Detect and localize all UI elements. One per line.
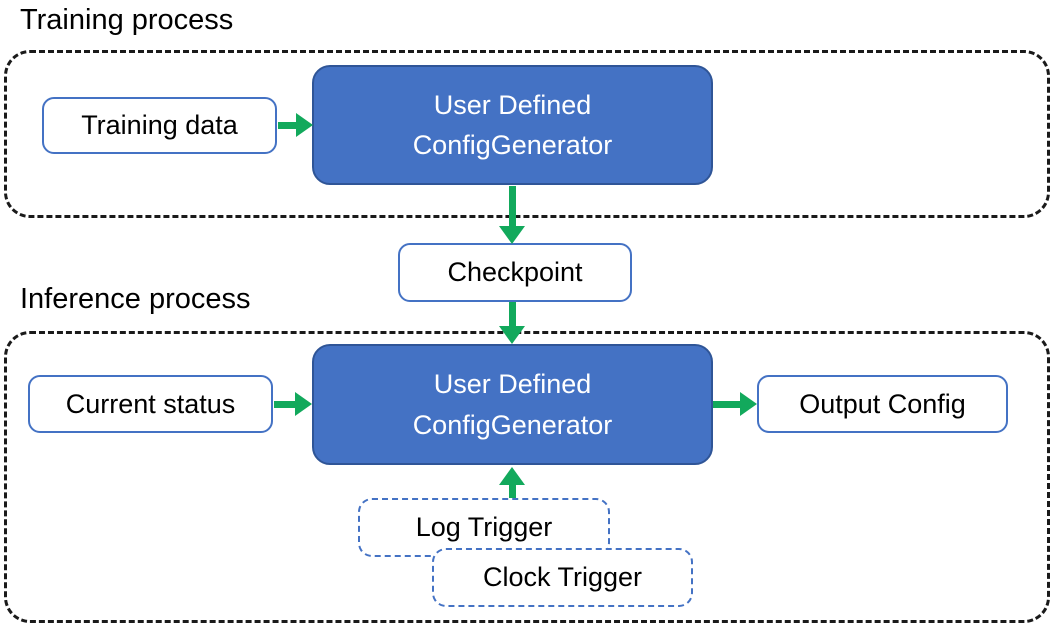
log-trigger-label: Log Trigger [415, 512, 553, 542]
arrow-current-status-to-generator-icon [274, 392, 312, 416]
inference-process-label: Inference process [20, 283, 251, 315]
inference-generator-line2: ConfigGenerator [412, 409, 613, 440]
output-config-label: Output Config [799, 388, 966, 419]
training-data-label: Training data [81, 110, 238, 140]
inference-config-generator-box: User Defined ConfigGenerator [312, 344, 713, 465]
inference-generator-line1: User Defined [433, 369, 592, 399]
training-data-box: Training data [42, 97, 277, 154]
training-generator-line1: User Defined [433, 89, 592, 120]
training-config-generator-box: User Defined ConfigGenerator [312, 65, 713, 185]
arrow-head [296, 113, 313, 137]
arrow-shaft [278, 121, 296, 129]
output-config-box: Output Config [757, 375, 1008, 433]
arrow-training-data-to-generator-icon [278, 113, 313, 137]
arrow-head [499, 226, 525, 244]
checkpoint-label: Checkpoint [447, 257, 583, 287]
arrow-shaft [508, 485, 516, 498]
training-process-container [4, 50, 1050, 218]
arrow-shaft [274, 400, 295, 408]
arrow-triggers-to-generator-icon [499, 467, 525, 498]
clock-trigger-label: Clock Trigger [482, 562, 643, 592]
arrow-shaft [508, 186, 516, 226]
clock-trigger-box: Clock Trigger [432, 548, 693, 607]
log-trigger-box: Log Trigger [358, 498, 610, 557]
current-status-box: Current status [28, 375, 273, 433]
arrow-head [499, 467, 525, 485]
checkpoint-box: Checkpoint [398, 243, 632, 302]
training-generator-line2: ConfigGenerator [412, 130, 613, 160]
arrow-generator-to-checkpoint-icon [499, 186, 525, 244]
arrow-head [740, 392, 757, 416]
arrow-shaft [508, 302, 516, 326]
current-status-label: Current status [65, 388, 236, 419]
arrow-head [499, 326, 525, 344]
training-process-label: Training process [20, 4, 234, 36]
inference-process-container [4, 331, 1050, 623]
arrow-head [295, 392, 312, 416]
arrow-generator-to-output-config-icon [713, 392, 757, 416]
arrow-shaft [713, 400, 740, 408]
arrow-checkpoint-to-inference-generator-icon [499, 302, 525, 344]
